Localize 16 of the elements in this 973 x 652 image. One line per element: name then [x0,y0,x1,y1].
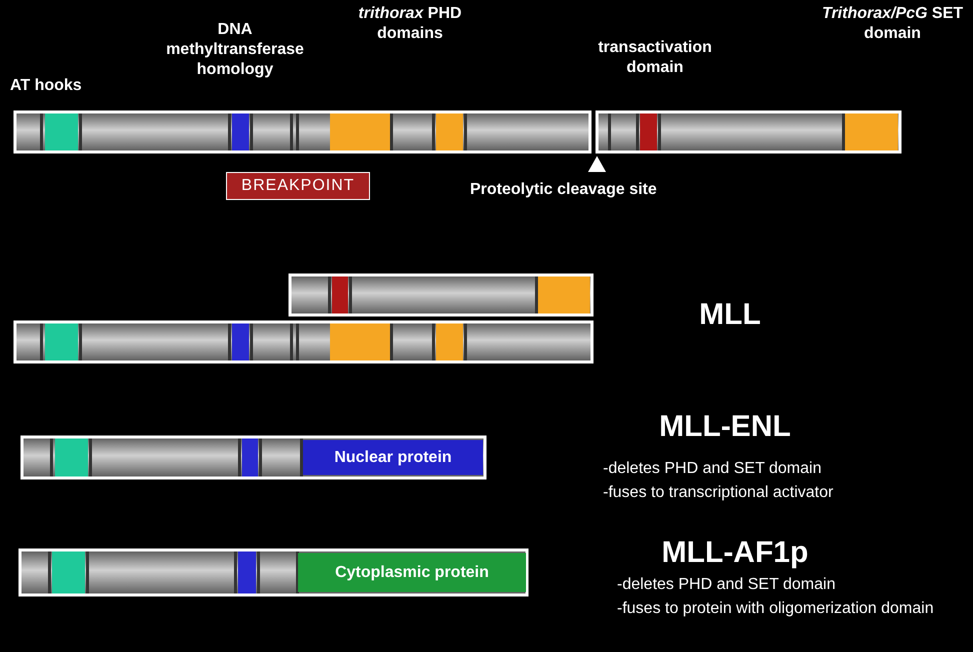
protein-name: MLL-ENL [658,410,792,444]
note: -deletes PHD and SET domain [603,459,822,479]
note: -deletes PHD and SET domain [617,575,836,595]
fusion-partner-box: Nuclear protein [303,440,483,475]
domain-label: Trithorax/PcG SET domain [820,4,964,44]
protein-name: MLL-AF1p [660,536,810,570]
site-label: Proteolytic cleavage site [470,180,658,200]
domain-label: AT hooks [10,76,83,96]
note: -fuses to protein with oligomerization domain [617,599,935,619]
breakpoint-tag: BREAKPOINT [226,172,370,200]
domain-label: trithorax PHD domains [357,4,463,44]
note: -fuses to transcriptional activator [603,483,834,503]
protein-name: MLL [698,298,762,332]
fusion-partner-box: Cytoplasmic protein [298,553,526,592]
domain-label: transactivation domain [597,38,713,78]
domain-label: DNA methyltransferase homology [165,20,305,80]
